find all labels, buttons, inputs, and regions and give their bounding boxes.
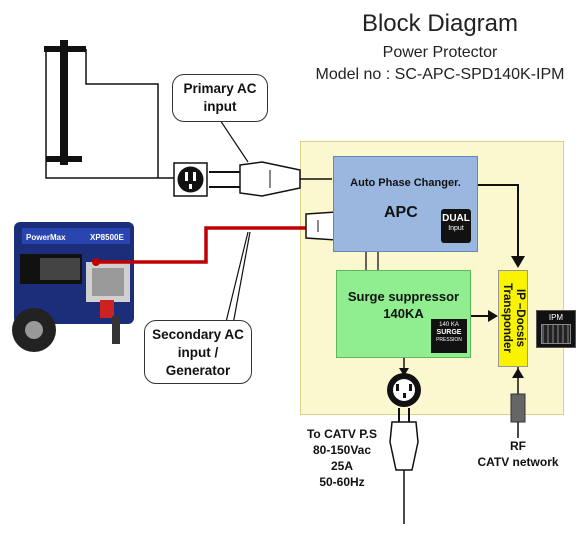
dual-input-icon: DUAL Input: [441, 209, 471, 243]
rf-line1: RF: [510, 439, 526, 453]
primary-ac-callout: Primary AC input: [172, 74, 268, 122]
diagram-subtitle: Power Protector: [382, 44, 498, 61]
output-socket-icon: [387, 373, 421, 407]
dual-badge-top: DUAL: [442, 213, 470, 224]
rf-label: RF CATV network: [466, 438, 570, 470]
transponder-label: IP –Docsis Transponder: [500, 270, 526, 366]
apc-block: Auto Phase Changer. APC DUAL Input: [333, 156, 478, 252]
primary-ac-line2: input: [203, 99, 237, 114]
secondary-ac-line3: Generator: [165, 363, 231, 378]
rf-line2: CATV network: [477, 455, 559, 469]
surge-title-line1: Surge suppressor: [347, 289, 460, 304]
generator-model-label: XP8500E: [90, 233, 124, 242]
apc-title: Auto Phase Changer.: [350, 177, 461, 189]
generator-brand-label: PowerMax: [26, 233, 66, 242]
surge-badge-mid: SURGE: [436, 329, 462, 336]
apc-name: APC: [384, 204, 418, 221]
surge-badge-bot: PRESSION: [436, 337, 462, 343]
catv-ps-line3: 25A: [330, 459, 353, 473]
catv-ps-line4: 50-60Hz: [319, 475, 365, 489]
dual-badge-bottom: Input: [448, 225, 464, 232]
primary-plug-icon: [209, 161, 332, 197]
rf-connector-icon: [510, 393, 526, 423]
utility-pole-icon: [44, 40, 86, 165]
secondary-ac-line2: input /: [177, 345, 219, 360]
secondary-ac-line1: Secondary AC: [152, 327, 244, 342]
surge-title-line2: 140KA: [383, 306, 424, 321]
transponder-line2: Transponder: [501, 283, 513, 353]
surge-protection-icon: 140 KA SURGE PRESSION: [431, 319, 467, 353]
surge-suppressor-block: Surge suppressor 140KA 140 KA SURGE PRES…: [336, 270, 471, 358]
transponder-line1: IP –Docsis: [514, 289, 526, 347]
surge-badge-top: 140 KA: [439, 322, 459, 328]
catv-ps-line2: 80-150Vac: [312, 443, 372, 457]
primary-ac-line1: Primary AC: [183, 81, 257, 96]
model-number: Model no : SC-APC-SPD140K-IPM: [315, 66, 565, 83]
diagram-title: Block Diagram: [361, 10, 519, 37]
generator-icon: [12, 222, 134, 352]
ipm-label: IPM: [548, 313, 564, 322]
secondary-plug-icon: [305, 211, 337, 241]
catv-ps-line1: To CATV P.S: [306, 427, 377, 441]
secondary-ac-callout: Secondary AC input / Generator: [144, 320, 252, 384]
output-plug-icon: [389, 408, 419, 524]
surge-title: Surge suppressor 140KA: [337, 288, 470, 322]
primary-outlet-icon: [173, 162, 208, 197]
ipm-module-icon: IPM: [536, 310, 576, 348]
catv-ps-label: To CATV P.S 80-150Vac 25A 50-60Hz: [296, 426, 388, 490]
ip-docsis-transponder: IP –Docsis Transponder: [498, 270, 528, 367]
